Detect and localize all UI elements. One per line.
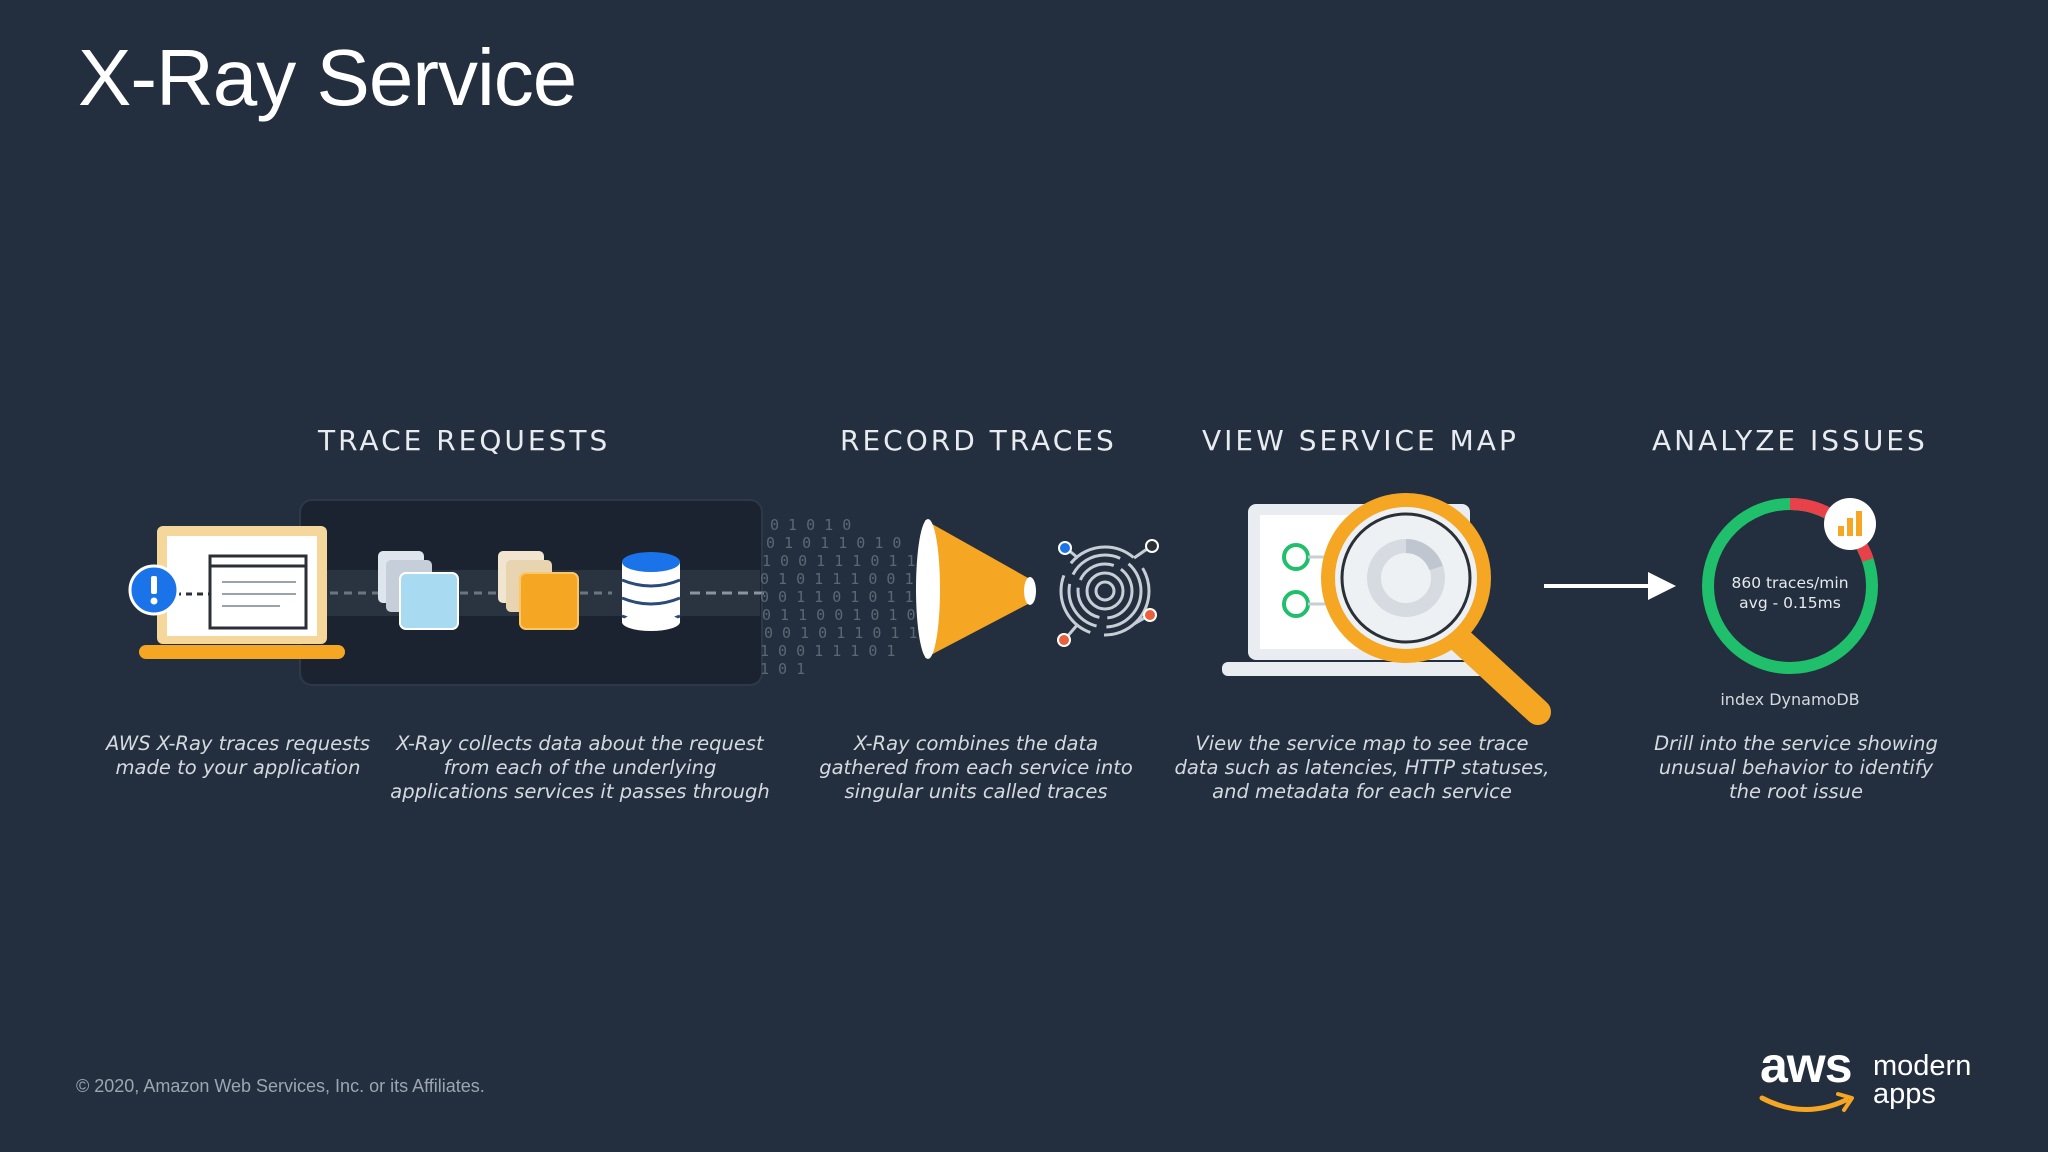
binary-stream-icon: 0 1 0 1 0 0 1 0 1 1 0 1 0 1 0 0 1 1 1 0 … <box>760 516 918 678</box>
svg-text:1 0 0 1 1 1 0 1 1: 1 0 0 1 1 1 0 1 1 <box>762 552 916 570</box>
copyright-notice: © 2020, Amazon Web Services, Inc. or its… <box>76 1076 485 1096</box>
svg-text:1 0 0 1 1 1 0 1: 1 0 0 1 1 1 0 1 <box>760 642 895 660</box>
gauge-avg-latency: avg - 0.15ms <box>1739 594 1841 612</box>
app-stack-icon-blue <box>378 551 459 630</box>
description-collect-data: X-Ray collects data about the request fr… <box>390 732 770 803</box>
aws-logo-text: aws <box>1760 1037 1853 1093</box>
alert-icon <box>128 564 180 616</box>
description-record-traces: X-Ray combines the data gathered from ea… <box>819 732 1133 803</box>
page-title: X-Ray Service <box>78 33 577 122</box>
description-analyze-issues: Drill into the service showing unusual b… <box>1654 732 1938 803</box>
brand-line-apps: apps <box>1873 1078 1936 1110</box>
svg-text:1 0 1: 1 0 1 <box>760 660 805 678</box>
step-heading-trace-requests: TRACE REQUESTS <box>318 424 611 457</box>
database-icon <box>621 552 681 631</box>
fingerprint-icon <box>1057 539 1159 647</box>
description-trace-requests: AWS X-Ray traces requests made to your a… <box>105 732 371 779</box>
svg-text:0 1 1 0 0 1 0 1 0: 0 1 1 0 0 1 0 1 0 <box>762 606 916 624</box>
app-stack-icon-orange <box>498 551 579 630</box>
svg-text:0 1 0 1 1 1 0 0 1: 0 1 0 1 1 1 0 0 1 <box>760 570 914 588</box>
gauge-service-label: index DynamoDB <box>1720 690 1860 709</box>
description-service-map: View the service map to see trace data s… <box>1174 732 1550 803</box>
funnel-icon <box>916 519 1036 659</box>
arrow-right-icon <box>1544 572 1676 600</box>
chart-badge-icon <box>1824 498 1876 550</box>
laptop-icon <box>139 526 345 659</box>
step-heading-record-traces: RECORD TRACES <box>840 424 1117 457</box>
magnifier-icon <box>1321 493 1551 725</box>
step-heading-analyze-issues: ANALYZE ISSUES <box>1652 424 1928 457</box>
brand-line-modern: modern <box>1873 1050 1972 1082</box>
gauge-traces-rate: 860 traces/min <box>1731 574 1849 592</box>
step-heading-view-service-map: VIEW SERVICE MAP <box>1202 424 1519 457</box>
aws-smile-icon <box>1759 1092 1854 1112</box>
svg-text:0 1 0 1 0: 0 1 0 1 0 <box>770 516 851 534</box>
svg-text:0 0 1 1 0 1 0 1 1: 0 0 1 1 0 1 0 1 1 <box>760 588 914 606</box>
svg-text:0 0 1 0 1 1 0 1 1: 0 0 1 0 1 1 0 1 1 <box>764 624 918 642</box>
svg-text:0 1 0 1 1 0 1 0: 0 1 0 1 1 0 1 0 <box>766 534 901 552</box>
